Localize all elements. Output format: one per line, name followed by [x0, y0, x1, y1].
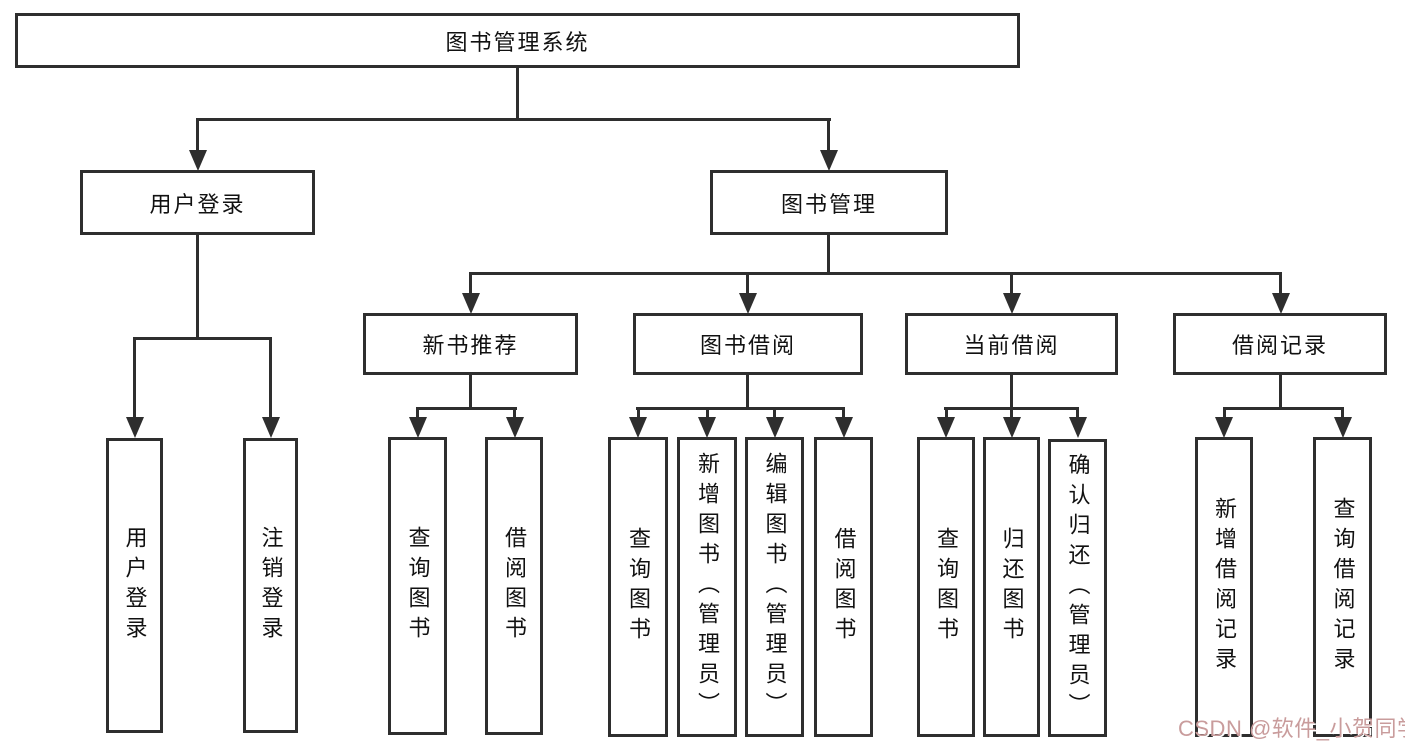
- arrowhead-down-icon: [189, 150, 207, 171]
- connector-line: [1010, 407, 1013, 419]
- connector-line: [746, 272, 749, 294]
- connector-line: [516, 68, 519, 118]
- connector-line: [1223, 407, 1226, 419]
- arrowhead-down-icon: [1003, 417, 1021, 438]
- connector-line: [416, 407, 517, 410]
- node-new-book-recommend: 新书推荐: [363, 313, 578, 375]
- node-book-borrowing-label: 图书借阅: [699, 333, 796, 358]
- node-user-login: 用户登录: [80, 170, 315, 235]
- connector-line: [773, 407, 776, 419]
- connector-line: [469, 375, 472, 407]
- leaf-add-borrow-record: 新增借阅记录: [1195, 437, 1253, 737]
- leaf-add-books-admin-label: 新增图书（管理员）: [695, 452, 720, 722]
- arrowhead-down-icon: [1215, 417, 1233, 438]
- arrowhead-down-icon: [262, 417, 280, 438]
- connector-line: [945, 407, 948, 419]
- connector-line: [1076, 407, 1079, 419]
- arrowhead-down-icon: [126, 417, 144, 438]
- leaf-edit-books-admin: 编辑图书（管理员）: [745, 437, 804, 737]
- node-borrow-records-label: 借阅记录: [1231, 333, 1328, 358]
- node-user-login-label: 用户登录: [149, 191, 246, 217]
- node-book-borrowing: 图书借阅: [633, 313, 863, 375]
- leaf-current-query-books-label: 查询图书: [934, 527, 959, 647]
- connector-line: [196, 118, 831, 121]
- arrowhead-down-icon: [937, 417, 955, 438]
- leaf-recommend-borrow-books-label: 借阅图书: [502, 526, 527, 646]
- csdn-watermark: CSDN @软件_小贺同学: [1178, 716, 1405, 741]
- connector-line: [746, 375, 749, 407]
- leaf-edit-books-admin-label: 编辑图书（管理员）: [762, 452, 788, 722]
- connector-line: [196, 235, 199, 337]
- arrowhead-down-icon: [1272, 293, 1290, 314]
- connector-line: [1010, 375, 1013, 407]
- connector-line: [827, 118, 830, 152]
- node-book-management-label: 图书管理: [780, 191, 877, 217]
- leaf-query-borrow-record: 查询借阅记录: [1313, 437, 1372, 737]
- connector-line: [133, 337, 272, 340]
- node-current-borrowing: 当前借阅: [905, 313, 1118, 375]
- connector-line: [416, 407, 419, 419]
- connector-line: [133, 337, 136, 419]
- leaf-user-login: 用户登录: [106, 438, 163, 733]
- node-root-label: 图书管理系统: [445, 29, 590, 55]
- arrowhead-down-icon: [409, 417, 427, 438]
- connector-line: [1341, 407, 1344, 419]
- leaf-user-login-label: 用户登录: [122, 525, 148, 646]
- connector-line: [637, 407, 640, 419]
- leaf-query-borrow-record-label: 查询借阅记录: [1330, 497, 1356, 677]
- arrowhead-down-icon: [1334, 417, 1352, 438]
- arrowhead-down-icon: [1003, 293, 1021, 314]
- arrowhead-down-icon: [766, 417, 784, 438]
- leaf-return-books: 归还图书: [983, 437, 1040, 737]
- arrowhead-down-icon: [698, 417, 716, 438]
- connector-line: [469, 272, 1282, 275]
- leaf-recommend-query-books: 查询图书: [388, 437, 447, 735]
- connector-line: [827, 235, 830, 272]
- connector-line: [513, 407, 516, 419]
- connector-line: [269, 337, 272, 419]
- node-borrow-records: 借阅记录: [1173, 313, 1387, 375]
- leaf-borrowing-borrow-books-label: 借阅图书: [831, 527, 857, 647]
- connector-line: [1279, 375, 1282, 407]
- leaf-logout: 注销登录: [243, 438, 298, 733]
- leaf-borrowing-borrow-books: 借阅图书: [814, 437, 873, 737]
- connector-line: [706, 407, 709, 419]
- arrowhead-down-icon: [1069, 417, 1087, 438]
- leaf-add-borrow-record-label: 新增借阅记录: [1212, 497, 1237, 677]
- leaf-borrowing-query-books-label: 查询图书: [626, 527, 651, 647]
- leaf-recommend-borrow-books: 借阅图书: [485, 437, 543, 735]
- connector-line: [469, 272, 472, 294]
- connector-line: [842, 407, 845, 419]
- leaf-recommend-query-books-label: 查询图书: [405, 526, 431, 646]
- leaf-confirm-return-admin-label: 确认归还（管理员）: [1065, 453, 1091, 723]
- leaf-add-books-admin: 新增图书（管理员）: [677, 437, 737, 737]
- leaf-confirm-return-admin: 确认归还（管理员）: [1048, 439, 1107, 737]
- connector-line: [196, 118, 199, 152]
- connector-line: [1279, 272, 1282, 294]
- arrowhead-down-icon: [462, 293, 480, 314]
- connector-line: [636, 407, 845, 410]
- node-book-management: 图书管理: [710, 170, 948, 235]
- arrowhead-down-icon: [835, 417, 853, 438]
- arrowhead-down-icon: [820, 150, 838, 171]
- node-root: 图书管理系统: [15, 13, 1020, 68]
- arrowhead-down-icon: [629, 417, 647, 438]
- arrowhead-down-icon: [506, 417, 524, 438]
- leaf-logout-label: 注销登录: [258, 525, 284, 646]
- leaf-borrowing-query-books: 查询图书: [608, 437, 668, 737]
- leaf-current-query-books: 查询图书: [917, 437, 975, 737]
- connector-line: [1010, 272, 1013, 294]
- connector-line: [1223, 407, 1344, 410]
- arrowhead-down-icon: [739, 293, 757, 314]
- node-current-borrowing-label: 当前借阅: [963, 333, 1060, 358]
- leaf-return-books-label: 归还图书: [999, 527, 1025, 647]
- node-new-book-recommend-label: 新书推荐: [422, 333, 519, 358]
